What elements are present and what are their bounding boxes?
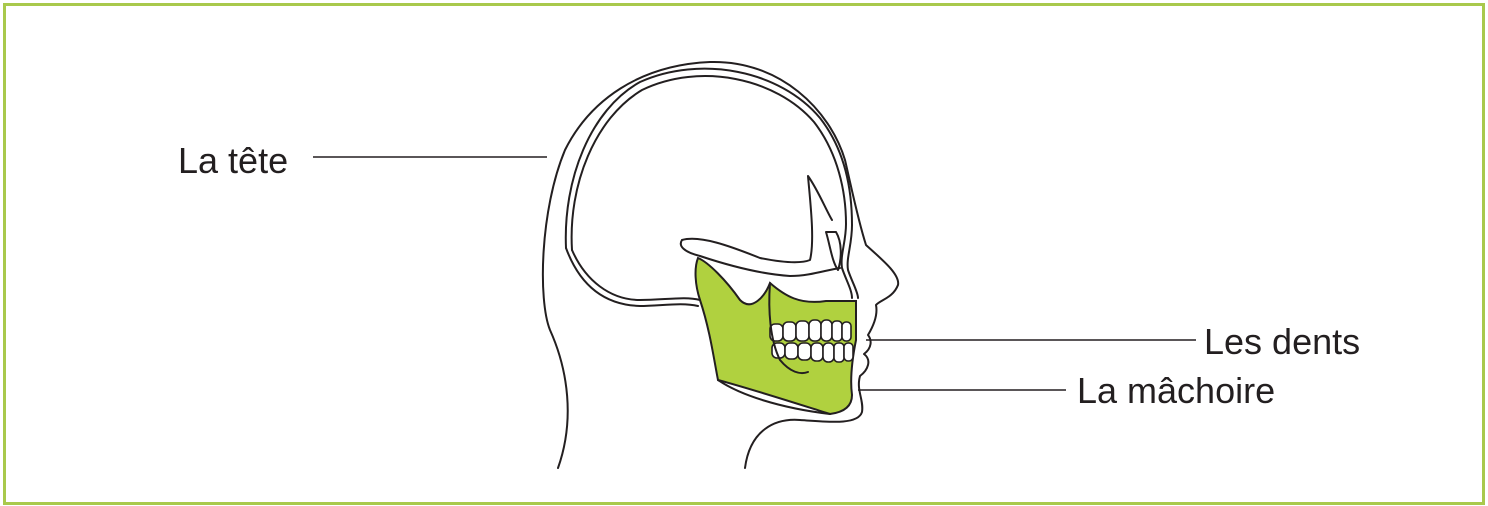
- label-head: La tête: [178, 143, 288, 179]
- label-teeth: Les dents: [1204, 324, 1360, 360]
- label-jaw: La mâchoire: [1077, 373, 1275, 409]
